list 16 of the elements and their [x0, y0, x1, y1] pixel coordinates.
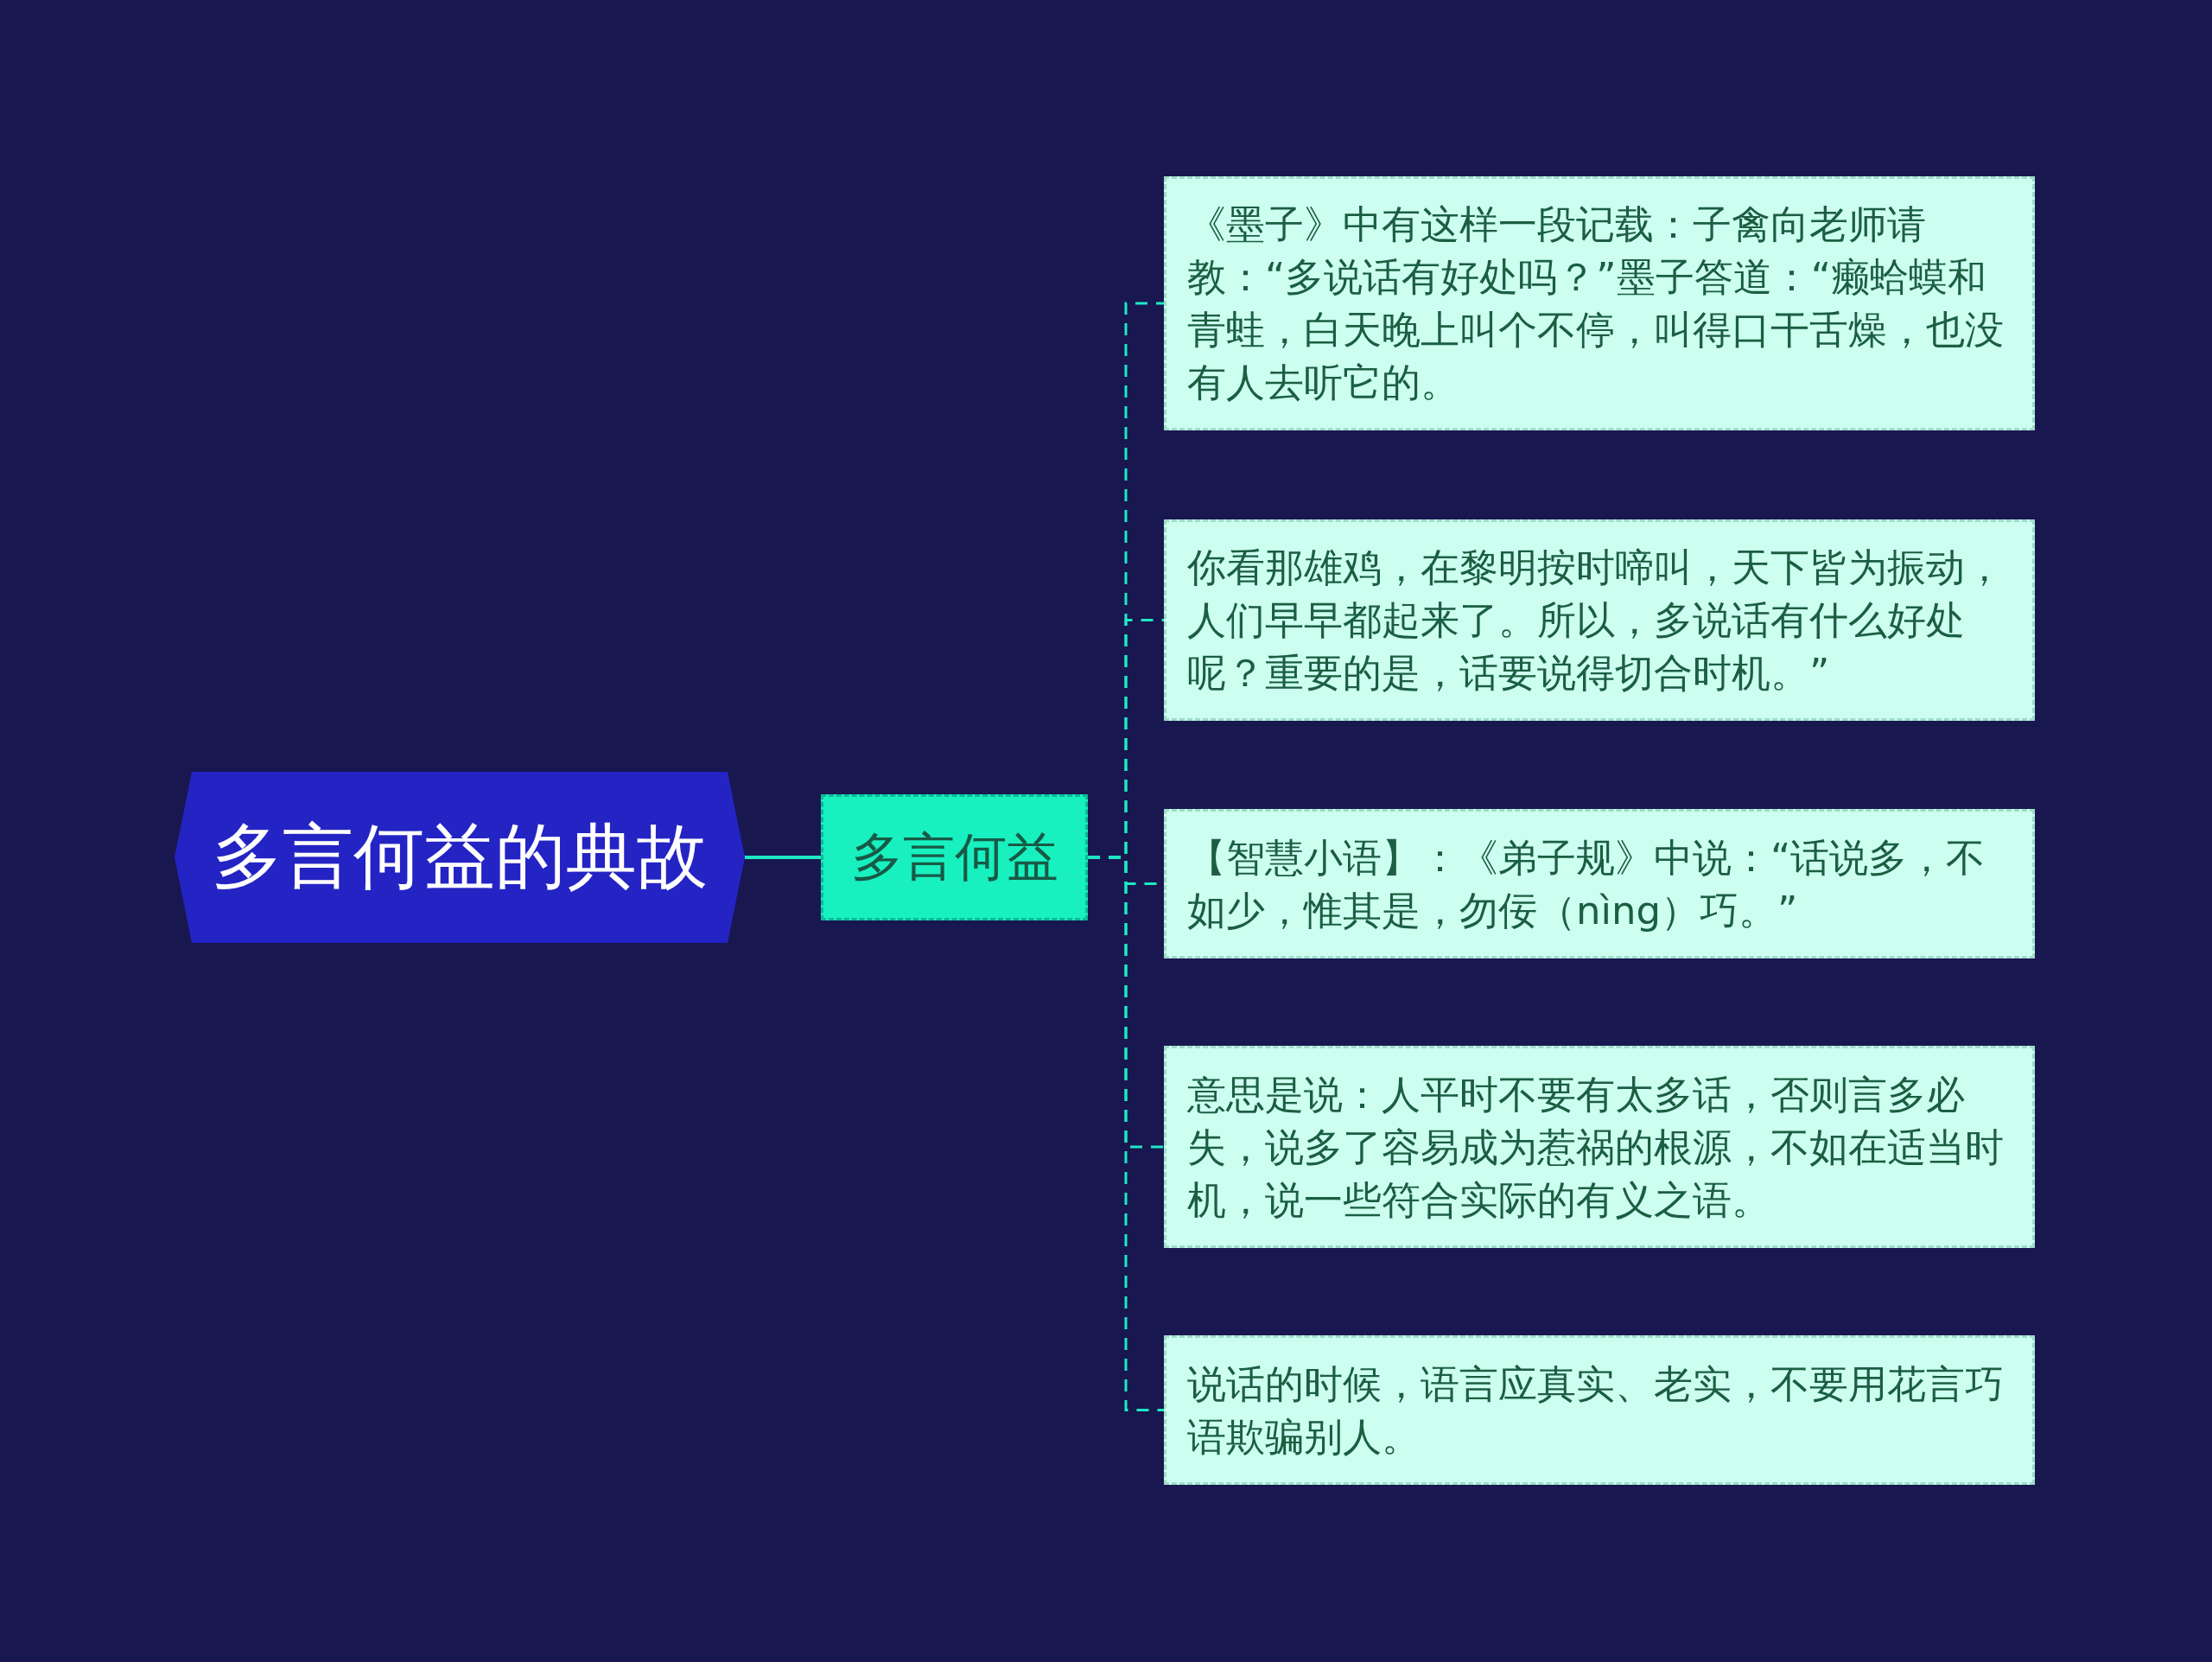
note-box [1164, 809, 2035, 958]
connector-line [1088, 856, 1164, 1411]
topic-title: 多言何益的典故 [212, 814, 708, 899]
note-text: 【智慧小语】：《弟子规》中说：“话说多，不如少，惟其是，勿佞（nìng）巧。” [1187, 833, 1986, 935]
connector-line [745, 856, 821, 859]
note-text: 《墨子》中有这样一段记载：子禽向老师请教：“多说话有好处吗？”墨子答道：“癞蛤蟆和青蛙，白天晚上叫个不停，叫得口干舌燥，也没有人去听它的。 [1187, 201, 2005, 407]
note-text: 你看那雄鸡，在黎明按时啼叫，天下皆为振动，人们早早都起来了。所以，多说话有什么好处呢？重要的是，话要说得切合时机。” [1187, 544, 2005, 697]
note-text: 说话的时候，语言应真实、老实，不要用花言巧语欺骗别人。 [1187, 1360, 2005, 1461]
note-text: 意思是说：人平时不要有太多话，否则言多必失，说多了容易成为惹祸的根源，不如在适当时机，说一些符合实际的有义之语。 [1187, 1070, 2005, 1225]
branch-box [821, 794, 1088, 920]
note-box [1164, 1046, 2035, 1248]
note-box [1164, 1335, 2035, 1485]
note-box [1164, 519, 2035, 721]
note-box [1164, 176, 2035, 430]
branch-label: 多言何益 [850, 825, 1058, 888]
topic-hexagon [175, 772, 745, 943]
